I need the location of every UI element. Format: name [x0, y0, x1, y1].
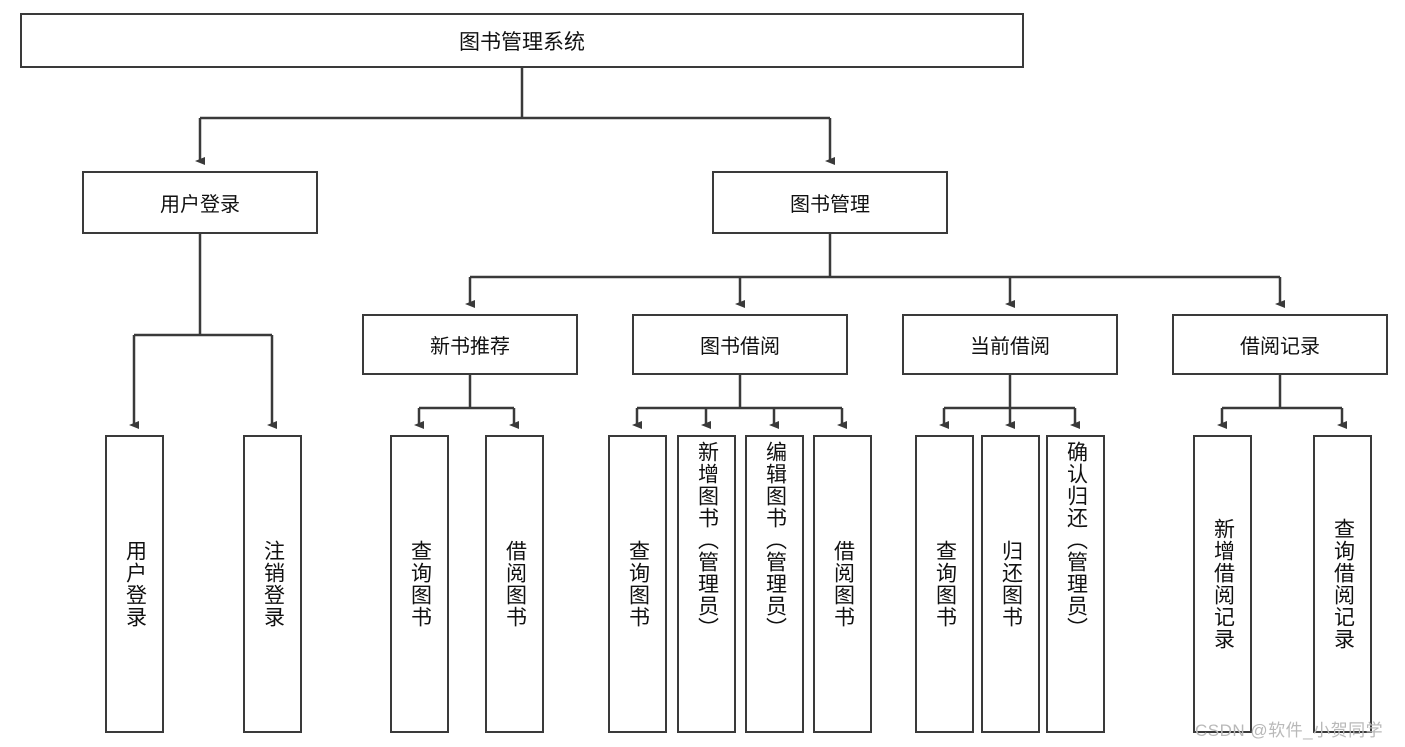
leaf-return-book-label: 归还图书 [999, 540, 1023, 628]
node-current-borrow[interactable]: 当前借阅 [902, 314, 1118, 375]
watermark: CSDN @软件_小贺同学 [1195, 721, 1384, 740]
leaf-edit-book-admin-label: 编辑图书（管理员） [763, 441, 787, 639]
node-root[interactable]: 图书管理系统 [20, 13, 1024, 68]
node-borrow-record-label: 借阅记录 [1240, 336, 1320, 358]
leaf-query-borrow-record-label: 查询借阅记录 [1331, 518, 1355, 650]
leaf-confirm-return-admin-label: 确认归还（管理员） [1064, 441, 1088, 639]
node-root-label: 图书管理系统 [459, 30, 585, 54]
leaf-query-book-recommend[interactable]: 查询图书 [390, 435, 449, 733]
leaf-borrow-book[interactable]: 借阅图书 [813, 435, 872, 733]
leaf-add-book-admin[interactable]: 新增图书（管理员） [677, 435, 736, 733]
leaf-query-book-current-label: 查询图书 [933, 540, 957, 628]
node-current-borrow-label: 当前借阅 [970, 336, 1050, 358]
node-book-borrow-label: 图书借阅 [700, 336, 780, 358]
leaf-borrow-book-label: 借阅图书 [831, 540, 855, 628]
leaf-user-login-label: 用户登录 [123, 540, 147, 628]
leaf-query-book[interactable]: 查询图书 [608, 435, 667, 733]
leaf-return-book[interactable]: 归还图书 [981, 435, 1040, 733]
node-user-login-label: 用户登录 [160, 194, 240, 216]
leaf-query-book-current[interactable]: 查询图书 [915, 435, 974, 733]
node-book-management-label: 图书管理 [790, 194, 870, 216]
leaf-query-borrow-record[interactable]: 查询借阅记录 [1313, 435, 1372, 733]
leaf-query-book-recommend-label: 查询图书 [408, 540, 432, 628]
leaf-add-borrow-record[interactable]: 新增借阅记录 [1193, 435, 1252, 733]
leaf-borrow-book-recommend[interactable]: 借阅图书 [485, 435, 544, 733]
leaf-edit-book-admin[interactable]: 编辑图书（管理员） [745, 435, 804, 733]
leaf-query-book-label: 查询图书 [626, 540, 650, 628]
leaf-user-logout[interactable]: 注销登录 [243, 435, 302, 733]
node-new-book-recommend[interactable]: 新书推荐 [362, 314, 578, 375]
node-new-book-recommend-label: 新书推荐 [430, 336, 510, 358]
leaf-add-borrow-record-label: 新增借阅记录 [1211, 518, 1235, 650]
leaf-confirm-return-admin[interactable]: 确认归还（管理员） [1046, 435, 1105, 733]
leaf-user-logout-label: 注销登录 [261, 540, 285, 628]
node-book-management[interactable]: 图书管理 [712, 171, 948, 234]
node-user-login[interactable]: 用户登录 [82, 171, 318, 234]
node-book-borrow[interactable]: 图书借阅 [632, 314, 848, 375]
leaf-borrow-book-recommend-label: 借阅图书 [503, 540, 527, 628]
leaf-add-book-admin-label: 新增图书（管理员） [695, 441, 719, 639]
node-borrow-record[interactable]: 借阅记录 [1172, 314, 1388, 375]
leaf-user-login[interactable]: 用户登录 [105, 435, 164, 733]
